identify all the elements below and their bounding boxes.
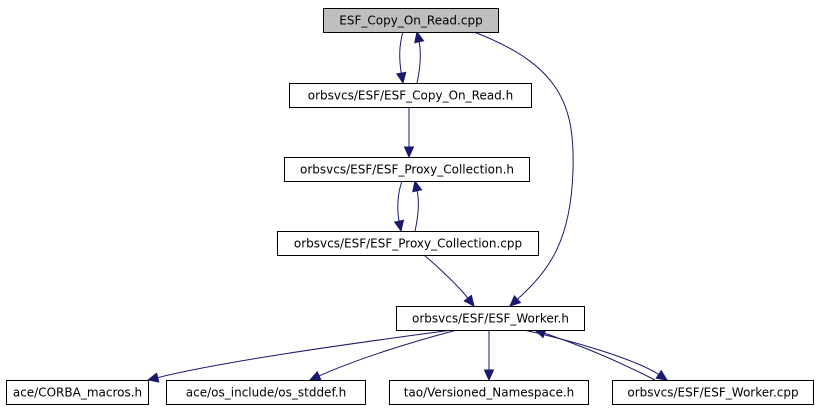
node-label: orbsvcs/ESF/ESF_Proxy_Collection.h [300, 163, 514, 177]
edge-esf-worker-h-to-versioned-namespace-h [483, 330, 495, 382]
node-box[interactable] [277, 231, 539, 256]
arrow-head [509, 295, 522, 307]
edge-esf-copy-on-read-h-to-esf-copy-on-read-cpp [414, 30, 425, 84]
edge-esf-worker-cpp-to-esf-worker-h [533, 328, 656, 381]
edge-esf-copy-on-read-cpp-to-esf-copy-on-read-h [396, 31, 407, 85]
edge-line [318, 329, 458, 377]
edge-esf-worker-h-to-corba-macros-h [146, 329, 453, 383]
arrow-head [308, 370, 322, 381]
edges-layer [146, 30, 669, 383]
node-box[interactable] [284, 157, 530, 182]
node-box[interactable] [289, 83, 532, 108]
arrow-head [463, 294, 475, 307]
edge-line [397, 180, 403, 223]
edge-line [399, 31, 404, 75]
edge-line [423, 254, 469, 300]
node-os-stddef-h[interactable]: ace/os_include/os_stddef.h [166, 380, 366, 405]
edge-esf-proxy-collection-cpp-to-esf-proxy-collection-h [412, 179, 423, 232]
edge-line [414, 189, 419, 232]
arrow-head [393, 219, 405, 233]
node-box[interactable] [389, 380, 589, 405]
edge-esf-worker-h-to-esf-worker-cpp [523, 329, 669, 381]
edge-esf-copy-on-read-cpp-to-esf-worker-h [473, 31, 574, 307]
edge-line [523, 329, 660, 376]
node-label: ace/CORBA_macros.h [13, 386, 142, 400]
node-esf-copy-on-read-h[interactable]: orbsvcs/ESF/ESF_Copy_On_Read.h [289, 83, 532, 108]
node-esf-proxy-collection-h[interactable]: orbsvcs/ESF/ESF_Proxy_Collection.h [284, 157, 530, 182]
node-box[interactable] [6, 380, 149, 405]
node-label: orbsvcs/ESF/ESF_Proxy_Collection.cpp [294, 237, 522, 251]
node-versioned-namespace-h[interactable]: tao/Versioned_Namespace.h [389, 380, 589, 405]
node-box[interactable] [323, 8, 499, 33]
arrow-head [412, 179, 423, 193]
node-esf-proxy-collection-cpp[interactable]: orbsvcs/ESF/ESF_Proxy_Collection.cpp [277, 231, 539, 256]
arrow-head [146, 372, 160, 383]
edge-esf-worker-h-to-os-stddef-h [308, 329, 458, 381]
node-esf-copy-on-read-cpp[interactable]: ESF_Copy_On_Read.cpp [323, 8, 499, 33]
node-label: ESF_Copy_On_Read.cpp [339, 14, 482, 28]
node-label: orbsvcs/ESF/ESF_Worker.cpp [627, 386, 798, 400]
edge-line [473, 31, 574, 301]
arrow-head [655, 369, 669, 381]
edge-line [543, 332, 656, 381]
edge-esf-copy-on-read-h-to-esf-proxy-collection-h [403, 107, 415, 159]
edge-line [156, 329, 453, 379]
arrow-head [403, 146, 415, 159]
node-box[interactable] [396, 306, 585, 331]
node-corba-macros-h[interactable]: ace/CORBA_macros.h [6, 380, 149, 405]
node-label: ace/os_include/os_stddef.h [186, 386, 346, 400]
node-esf-worker-h[interactable]: orbsvcs/ESF/ESF_Worker.h [396, 306, 585, 331]
edge-esf-proxy-collection-cpp-to-esf-worker-h [423, 254, 475, 307]
arrow-head [396, 71, 407, 85]
arrow-head [414, 30, 425, 44]
node-label: orbsvcs/ESF/ESF_Worker.h [412, 312, 569, 326]
node-label: tao/Versioned_Namespace.h [404, 386, 575, 400]
edge-esf-proxy-collection-h-to-esf-proxy-collection-cpp [393, 180, 405, 233]
edge-line [416, 40, 421, 84]
arrow-head [483, 369, 495, 382]
node-label: orbsvcs/ESF/ESF_Copy_On_Read.h [308, 89, 513, 103]
node-esf-worker-cpp[interactable]: orbsvcs/ESF/ESF_Worker.cpp [612, 380, 814, 405]
node-box[interactable] [612, 380, 814, 405]
nodes-layer: ESF_Copy_On_Read.cpp orbsvcs/ESF/ESF_Copy… [6, 8, 814, 405]
node-box[interactable] [166, 380, 366, 405]
